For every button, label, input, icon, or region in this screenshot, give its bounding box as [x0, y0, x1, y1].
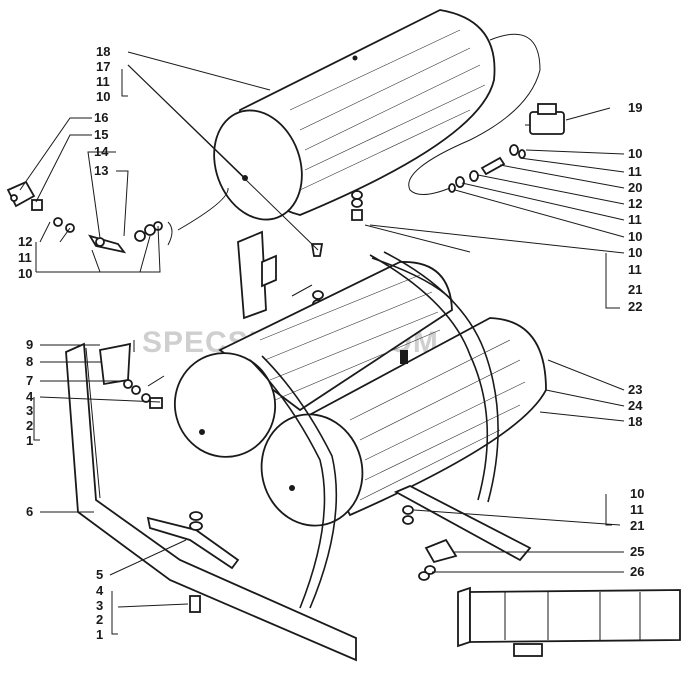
callout-3: 3: [96, 598, 103, 613]
air-pipe-upper: [408, 33, 541, 195]
callouts-right-bottom: 10 11 21 25 26: [630, 486, 644, 579]
callout-11: 11: [96, 74, 110, 89]
callout-17: 17: [96, 59, 110, 74]
callouts-left-frame: 6 5 4 3 2 1: [26, 504, 104, 642]
callout-21: 21: [630, 518, 644, 533]
callout-10: 10: [630, 486, 644, 501]
callout-10: 10: [18, 266, 32, 281]
callouts-left-bracket: 9 8 7 4 3 2 1: [26, 337, 34, 448]
callout-1: 1: [96, 627, 103, 642]
callout-3: 3: [26, 403, 33, 418]
callouts-right-lower: 23 24 18: [628, 382, 643, 429]
callout-10: 10: [96, 89, 110, 104]
callout-11: 11: [630, 502, 644, 517]
callout-2: 2: [96, 612, 103, 627]
callout-13: 13: [94, 163, 108, 178]
lower-receivers: [173, 261, 547, 527]
callout-18: 18: [96, 44, 110, 59]
leader-lines: [19, 51, 625, 635]
callouts-left-upper: 16 15 14 13 12 11 10: [18, 110, 109, 281]
support-bracket: [65, 230, 357, 662]
small-parts-upper-left: [6, 180, 163, 254]
right-bracket: [393, 485, 532, 581]
pipe-bend: [167, 221, 173, 246]
pressure-valve: [525, 103, 565, 135]
callout-11: 11: [628, 212, 642, 227]
callout-19: 19: [628, 100, 642, 115]
callout-24: 24: [628, 398, 643, 413]
callout-25: 25: [630, 544, 644, 559]
chassis-frame-inset: [457, 586, 681, 657]
callout-10: 10: [628, 245, 642, 260]
callout-6: 6: [26, 504, 33, 519]
callout-1: 1: [26, 433, 33, 448]
callout-22: 22: [628, 299, 642, 314]
callout-12: 12: [18, 234, 32, 249]
callout-11: 11: [18, 250, 32, 265]
callout-4: 4: [26, 389, 34, 404]
callout-16: 16: [94, 110, 108, 125]
drain-pipe: [364, 224, 471, 253]
callout-9: 9: [26, 337, 33, 352]
callout-7: 7: [26, 373, 33, 388]
callout-8: 8: [26, 354, 33, 369]
callout-11: 11: [628, 262, 642, 277]
callout-14: 14: [94, 144, 109, 159]
lower-clamp: [146, 511, 240, 613]
callout-18: 18: [628, 414, 642, 429]
upper-receiver: [213, 9, 496, 221]
washer-set-right: [448, 144, 526, 193]
callout-11: 11: [628, 164, 642, 179]
callout-20: 20: [628, 180, 642, 195]
callout-4: 4: [96, 583, 104, 598]
callout-2: 2: [26, 418, 33, 433]
callout-12: 12: [628, 196, 642, 211]
callout-21: 21: [628, 282, 642, 297]
callout-15: 15: [94, 127, 108, 142]
callout-10: 10: [628, 229, 642, 244]
callouts-right-top: 18 17 11 10: [96, 44, 110, 104]
air-pipe-left: [177, 187, 229, 231]
callouts-right-valve: 19 10 11 20 12 11 10 10 11 21 22: [628, 100, 642, 314]
mounting-straps: [249, 251, 499, 609]
callout-5: 5: [96, 567, 103, 582]
callout-23: 23: [628, 382, 642, 397]
callout-26: 26: [630, 564, 644, 579]
callout-10: 10: [628, 146, 642, 161]
